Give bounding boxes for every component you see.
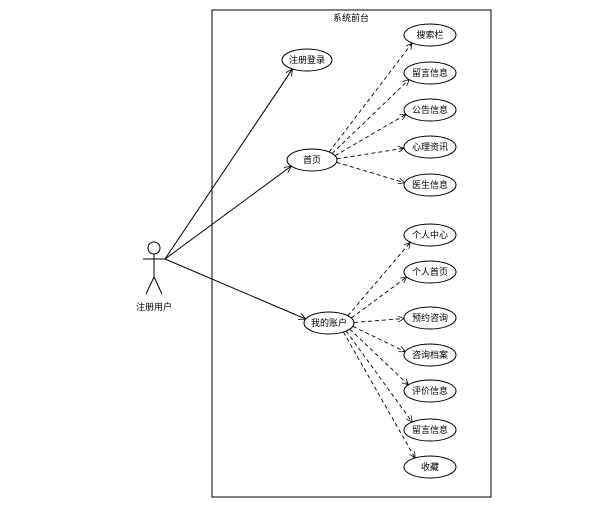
use-case-label: 个人中心 xyxy=(412,229,448,241)
use-case-label: 搜索栏 xyxy=(416,29,443,41)
use-case-ellipse xyxy=(403,61,457,85)
link-center xyxy=(347,242,411,317)
actor-name: 注册用户 xyxy=(136,301,172,313)
use-case-label: 医生信息 xyxy=(412,179,448,191)
link-doctor xyxy=(336,161,404,182)
use-case-ellipse xyxy=(403,343,457,367)
use-case-ellipse xyxy=(403,455,457,479)
use-case-label: 心理资讯 xyxy=(412,142,448,153)
use-case-ellipse xyxy=(281,48,333,72)
actor-leg-right xyxy=(153,276,163,295)
use-case-label: 预约咨询 xyxy=(412,312,448,324)
use-case-notice: 公告信息 xyxy=(403,98,457,122)
system-title: 系统前台 xyxy=(333,12,369,24)
use-case-label: 收藏 xyxy=(421,461,439,473)
use-case-label: 公告信息 xyxy=(412,104,448,116)
link-psych xyxy=(336,148,404,160)
use-case-label: 注册登录 xyxy=(289,54,325,66)
use-case-booking: 预约咨询 xyxy=(403,306,457,330)
use-case-favorite: 收藏 xyxy=(403,455,457,479)
use-case-account: 我的账户 xyxy=(303,311,355,335)
use-case-center: 个人中心 xyxy=(403,223,457,247)
use-case-review: 评价信息 xyxy=(403,379,457,403)
use-case-ellipse xyxy=(403,135,457,159)
actor-registered-user: 注册用户 xyxy=(136,241,172,313)
use-case-register: 注册登录 xyxy=(281,48,333,72)
link-message xyxy=(331,80,409,154)
use-case-message2: 留言信息 xyxy=(403,418,457,442)
use-case-ellipse xyxy=(303,311,355,335)
use-case-ellipse xyxy=(403,379,457,403)
use-case-ellipse xyxy=(403,98,457,122)
use-case-doctor: 医生信息 xyxy=(403,173,457,197)
use-case-label: 我的账户 xyxy=(311,317,347,329)
use-case-ellipse xyxy=(403,418,457,442)
link-message2 xyxy=(345,330,412,422)
actor-head xyxy=(147,241,161,255)
association-home xyxy=(164,166,291,260)
use-case-ellipse xyxy=(403,306,457,330)
use-case-psych: 心理资讯 xyxy=(403,135,457,159)
use-case-ellipse xyxy=(403,173,457,197)
association-register xyxy=(164,69,292,260)
use-case-ellipse xyxy=(286,148,338,172)
use-case-ellipse xyxy=(403,23,457,47)
use-case-records: 咨询档案 xyxy=(403,343,457,367)
use-case-label: 咨询档案 xyxy=(412,349,448,361)
associations xyxy=(164,69,306,319)
use-case-label: 个人首页 xyxy=(412,266,448,278)
use-case-profile: 个人首页 xyxy=(403,260,457,284)
use-case-home: 首页 xyxy=(286,148,338,172)
use-case-label: 首页 xyxy=(303,154,321,166)
use-case-message: 留言信息 xyxy=(403,61,457,85)
association-account xyxy=(164,258,306,319)
link-booking xyxy=(353,319,404,323)
link-profile xyxy=(351,277,406,319)
link-records xyxy=(352,325,405,351)
actor-leg-left xyxy=(145,276,155,295)
dependency-links xyxy=(328,43,415,458)
system-boundary xyxy=(211,9,492,498)
use-case-label: 留言信息 xyxy=(412,67,448,79)
use-case-ellipse xyxy=(403,223,457,247)
use-case-ellipse xyxy=(403,260,457,284)
use-case-search: 搜索栏 xyxy=(403,23,457,47)
link-favorite xyxy=(342,331,415,458)
link-search xyxy=(328,43,412,153)
use-case-label: 评价信息 xyxy=(412,385,448,397)
use-case-label: 留言信息 xyxy=(412,424,448,436)
use-cases: 注册登录首页我的账户搜索栏留言信息公告信息心理资讯医生信息个人中心个人首页预约咨… xyxy=(281,23,457,479)
